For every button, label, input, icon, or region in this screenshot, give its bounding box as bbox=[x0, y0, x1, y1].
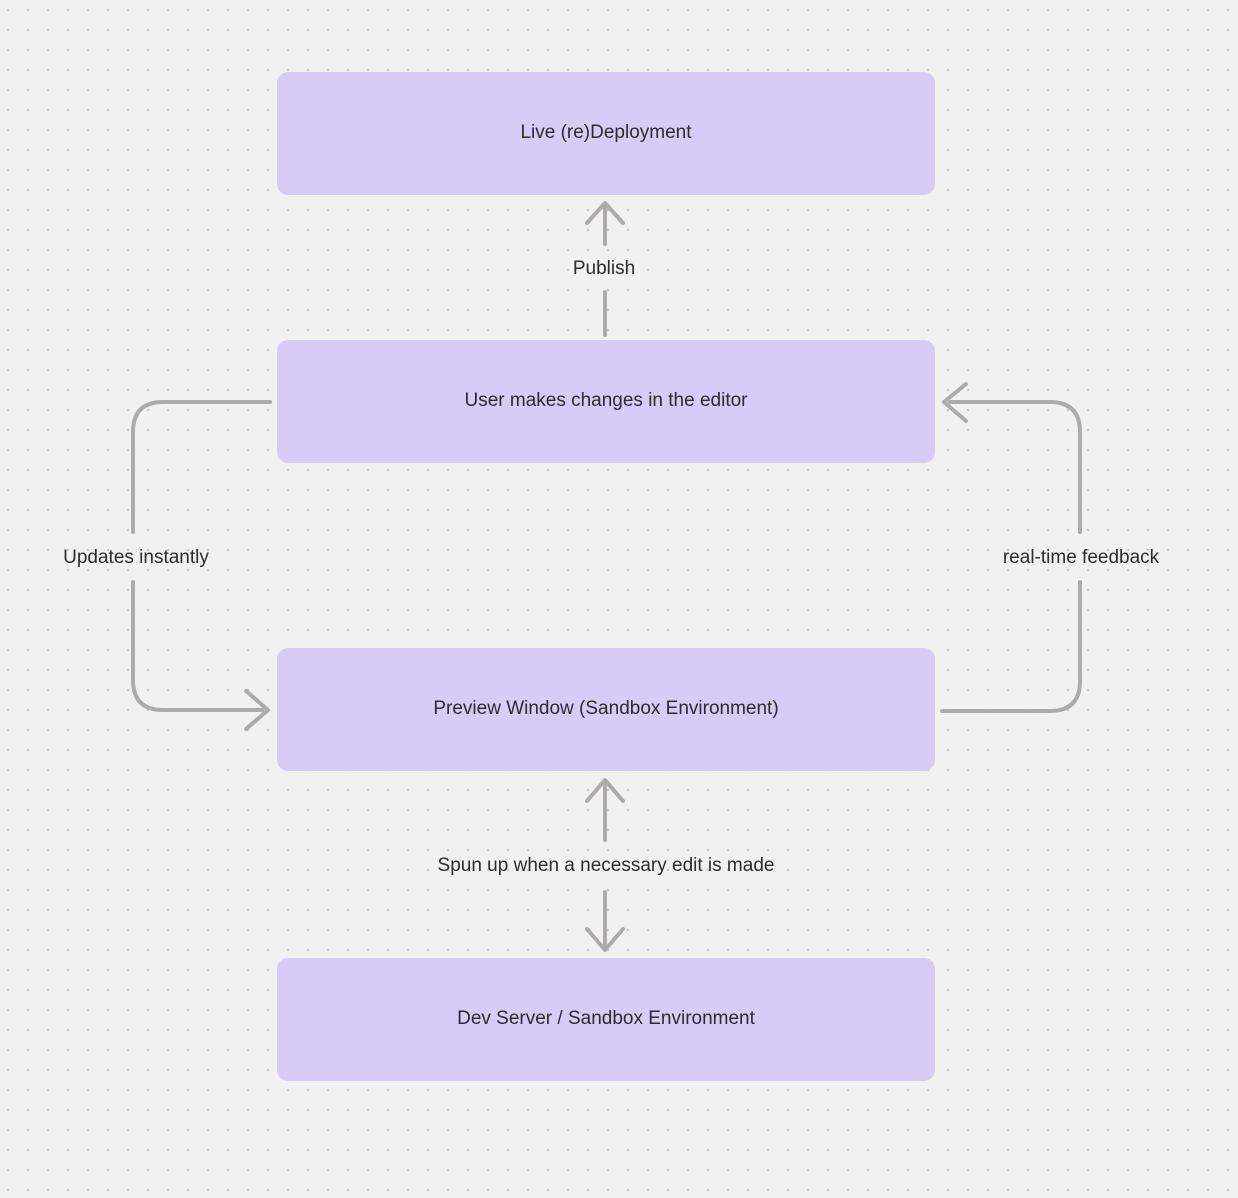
node-live-deployment-label: Live (re)Deployment bbox=[520, 122, 692, 144]
node-preview-window-label: Preview Window (Sandbox Environment) bbox=[433, 698, 779, 720]
edge-label-real-time-feedback: real-time feedback bbox=[1002, 547, 1160, 568]
node-user-makes-changes-label: User makes changes in the editor bbox=[464, 390, 748, 412]
edge-label-publish: Publish bbox=[572, 258, 636, 279]
edge-label-updates-instantly: Updates instantly bbox=[63, 547, 209, 568]
node-dev-server[interactable]: Dev Server / Sandbox Environment bbox=[277, 958, 935, 1081]
edge-label-spun-up: Spun up when a necessary edit is made bbox=[437, 855, 775, 876]
node-dev-server-label: Dev Server / Sandbox Environment bbox=[457, 1008, 755, 1030]
node-user-makes-changes[interactable]: User makes changes in the editor bbox=[277, 340, 935, 463]
node-preview-window[interactable]: Preview Window (Sandbox Environment) bbox=[277, 648, 935, 771]
node-live-deployment[interactable]: Live (re)Deployment bbox=[277, 72, 935, 195]
